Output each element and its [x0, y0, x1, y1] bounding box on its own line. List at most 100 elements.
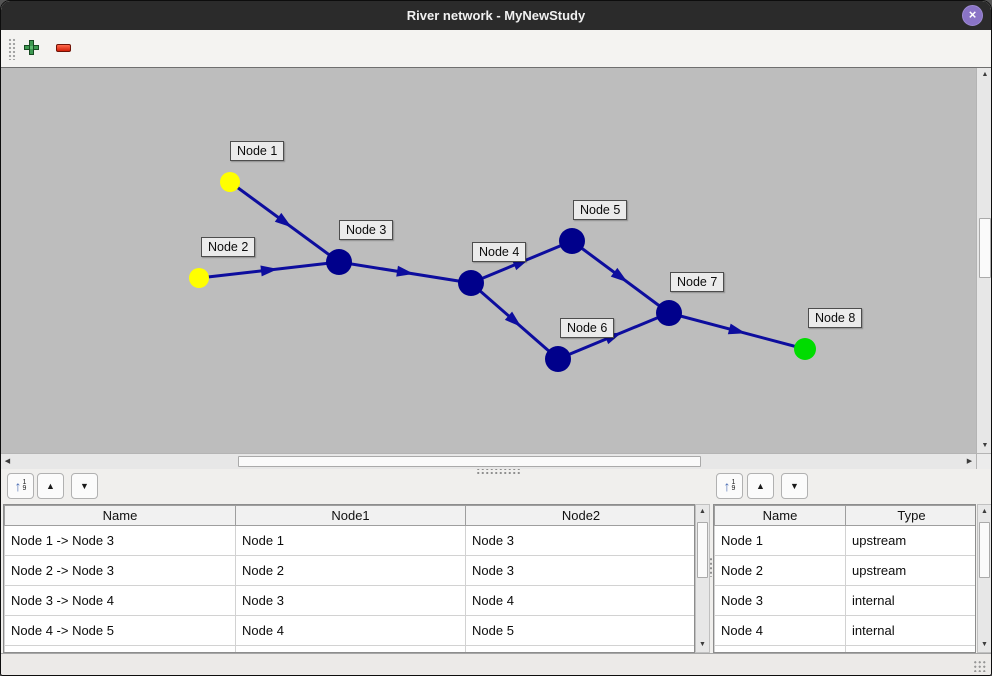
node-label[interactable]: Node 5 — [573, 200, 628, 220]
table-cell — [465, 645, 694, 652]
table-cell[interactable]: Node 1 — [714, 525, 846, 556]
table-header-cell[interactable]: Node1 — [235, 505, 466, 526]
branches-move-up-button[interactable]: ▲ — [37, 473, 64, 499]
table-cell — [714, 645, 846, 652]
table-header-cell[interactable]: Type — [845, 505, 975, 526]
main-toolbar — [1, 30, 991, 68]
node-label[interactable]: Node 6 — [560, 318, 615, 338]
window-title: River network - MyNewStudy — [406, 8, 586, 23]
close-icon: × — [968, 7, 977, 22]
edge-arrow — [396, 265, 414, 277]
scrollbar-thumb[interactable] — [238, 456, 701, 467]
table-cell[interactable]: Node 2 — [235, 555, 466, 586]
graph-node[interactable] — [189, 268, 209, 288]
toolbar-drag-handle[interactable] — [8, 38, 16, 60]
table-cell[interactable]: internal — [845, 585, 975, 616]
canvas-hscrollbar[interactable]: ◀ ▶ — [1, 453, 976, 469]
nodes-vscrollbar[interactable]: ▲ ▼ — [977, 504, 991, 653]
graph-node[interactable] — [545, 346, 571, 372]
scroll-up-button[interactable]: ▲ — [978, 506, 991, 518]
graph-node[interactable] — [458, 270, 484, 296]
table-cell[interactable]: Node 2 -> Node 3 — [4, 555, 236, 586]
table-cell[interactable]: Node 1 — [235, 525, 466, 556]
table-cell[interactable]: Node 3 — [465, 525, 694, 556]
table-cell[interactable]: Node 4 -> Node 5 — [4, 615, 236, 646]
edge-arrow — [610, 267, 628, 283]
table-cell[interactable]: Node 3 -> Node 4 — [4, 585, 236, 616]
node-label[interactable]: Node 8 — [808, 308, 863, 328]
node-label[interactable]: Node 4 — [472, 242, 527, 262]
scroll-down-button[interactable]: ▼ — [977, 440, 991, 452]
canvas-vscrollbar[interactable]: ▲ ▼ — [976, 68, 991, 453]
graph-node[interactable] — [559, 228, 585, 254]
table-cell[interactable]: Node 4 — [465, 585, 694, 616]
status-bar — [1, 653, 991, 675]
scrollbar-thumb[interactable] — [979, 522, 990, 578]
table-cell[interactable]: Node 3 — [714, 585, 846, 616]
node-label[interactable]: Node 7 — [670, 272, 725, 292]
graph-node[interactable] — [326, 249, 352, 275]
table-cell[interactable]: Node 4 — [714, 615, 846, 646]
titlebar[interactable]: River network - MyNewStudy × — [1, 1, 991, 30]
network-canvas[interactable]: Node 1 Node 2 Node 3 Node 4 Node 5 Node 6 Node… — [1, 68, 976, 453]
scroll-right-button[interactable]: ▶ — [964, 454, 975, 469]
table-row[interactable] — [4, 645, 694, 652]
panel-splitter-handle[interactable] — [476, 469, 520, 474]
scroll-down-button[interactable]: ▼ — [696, 639, 709, 651]
table-header-cell[interactable]: Name — [714, 505, 846, 526]
table-cell[interactable]: internal — [845, 615, 975, 646]
scrollbar-thumb[interactable] — [979, 218, 991, 278]
table-cell[interactable]: Node 3 — [235, 585, 466, 616]
graph-node[interactable] — [656, 300, 682, 326]
table-cell[interactable]: upstream — [845, 525, 975, 556]
graph-node[interactable] — [794, 338, 816, 360]
graph-node[interactable] — [220, 172, 240, 192]
node-label[interactable]: Node 3 — [339, 220, 394, 240]
tables-splitter-handle[interactable] — [709, 557, 714, 577]
resize-grip[interactable] — [973, 660, 986, 672]
branches-move-down-button[interactable]: ▼ — [71, 473, 98, 499]
nodes-move-up-button[interactable]: ▲ — [747, 473, 774, 499]
scroll-up-button[interactable]: ▲ — [977, 69, 991, 81]
table-cell — [4, 645, 236, 652]
node-label[interactable]: Node 2 — [201, 237, 256, 257]
network-svg — [189, 172, 816, 372]
remove-node-button[interactable] — [56, 44, 71, 52]
table-cell[interactable]: Node 3 — [465, 555, 694, 586]
scroll-down-button[interactable]: ▼ — [978, 639, 991, 651]
branches-vscrollbar[interactable]: ▲ ▼ — [695, 504, 710, 653]
add-node-button[interactable] — [24, 40, 39, 55]
nodes-move-down-button[interactable]: ▼ — [781, 473, 808, 499]
node-label[interactable]: Node 1 — [230, 141, 285, 161]
scrollbar-thumb[interactable] — [697, 522, 708, 578]
edge-arrow — [727, 323, 746, 335]
scroll-up-button[interactable]: ▲ — [696, 506, 709, 518]
scroll-left-button[interactable]: ◀ — [2, 454, 13, 469]
table-header-cell[interactable]: Node2 — [465, 505, 694, 526]
table-cell — [235, 645, 466, 652]
table-cell[interactable]: Node 1 -> Node 3 — [4, 525, 236, 556]
scrollbar-corner — [976, 453, 991, 469]
table-cell[interactable]: Node 5 — [465, 615, 694, 646]
table-cell[interactable]: Node 4 — [235, 615, 466, 646]
table-row[interactable] — [714, 645, 975, 652]
table-cell[interactable]: upstream — [845, 555, 975, 586]
table-header-cell[interactable]: Name — [4, 505, 236, 526]
close-button[interactable]: × — [962, 5, 983, 26]
table-cell[interactable]: Node 2 — [714, 555, 846, 586]
